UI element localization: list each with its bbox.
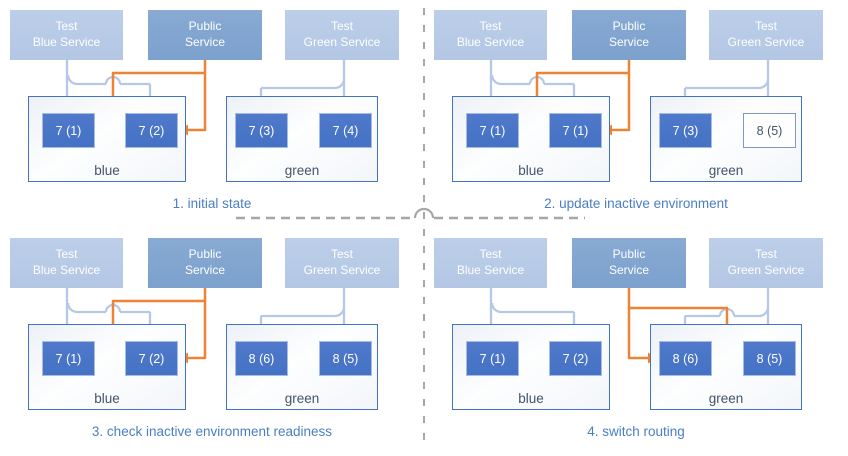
service-label-line: Service [608,35,649,49]
service-box-test-blue: Test Blue Service [10,10,123,60]
service-box-test-green: Test Green Service [709,10,823,60]
pod-label: 7 (3) [672,123,699,138]
pod-label: 8 (5) [756,351,783,366]
service-box-public: Public Service [572,10,686,60]
environment-label: blue [94,391,120,406]
service-label-line: Test [479,19,502,34]
service-label-line: Test [55,19,78,34]
service-label-line: Test [330,247,353,262]
pod-label: 8 (5) [756,123,783,138]
pod-label: 7 (1) [479,123,506,138]
environment-box-blue: 7 (1) 7 (2) blue [452,324,610,410]
service-box-test-blue: Test Blue Service [10,238,123,288]
pod: 7 (2) [125,113,178,148]
pod-label: 7 (1) [479,351,506,366]
environment-label: green [284,163,320,178]
pod-label: 8 (6) [672,351,699,366]
service-box-test-green: Test Green Service [285,10,399,60]
pod-label: 8 (6) [248,351,275,366]
environment-label: green [284,391,320,406]
test-blue-service-arrows [489,288,576,333]
pod: 8 (5) [319,341,372,376]
service-label-line: Test [55,247,78,262]
environment-label: blue [518,163,544,178]
service-label-line: Blue Service [456,263,525,277]
service-label-line: Test [754,247,777,262]
panel-3: Test Blue Service Public Service Test Gr… [0,228,424,456]
service-box-test-green: Test Green Service [709,238,823,288]
pod-label: 7 (2) [138,351,165,366]
service-label-line: Service [184,35,225,49]
environment-label: blue [518,391,544,406]
service-box-public: Public Service [148,10,262,60]
service-box-test-blue: Test Blue Service [434,10,547,60]
service-label-line: Public [188,19,222,34]
environment-box-blue: 7 (1) 7 (2) blue [28,96,186,182]
pod: 7 (3) [235,113,288,148]
service-label-line: Green Service [727,263,805,277]
pod: 7 (1) [466,113,519,148]
pod-label: 7 (1) [55,123,82,138]
pod: 7 (3) [659,113,712,148]
pod: 7 (1) [466,341,519,376]
environment-label: green [708,391,744,406]
pod-label: 7 (4) [332,123,359,138]
pod: 7 (2) [549,341,602,376]
service-label-line: Test [754,19,777,34]
pod: 8 (5) [743,113,796,148]
step-caption: 1. initial state [172,196,252,211]
service-box-public: Public Service [148,238,262,288]
service-label-line: Blue Service [32,35,101,49]
pod: 7 (1) [42,113,95,148]
pod: 8 (6) [659,341,712,376]
pod-label: 8 (5) [332,351,359,366]
service-label-line: Blue Service [32,263,101,277]
environment-box-green: 8 (6) 8 (5) green [226,324,378,410]
service-label-line: Blue Service [456,35,525,49]
service-label-line: Public [188,247,222,262]
service-label-line: Test [330,19,353,34]
pod-label: 7 (2) [562,351,589,366]
pod-label: 7 (1) [55,351,82,366]
service-box-test-blue: Test Blue Service [434,238,547,288]
service-box-public: Public Service [572,238,686,288]
environment-box-blue: 7 (1) 7 (2) blue [28,324,186,410]
service-label-line: Test [479,247,502,262]
environment-box-green: 8 (6) 8 (5) green [650,324,802,410]
pod: 8 (5) [743,341,796,376]
service-label-line: Service [184,263,225,277]
service-label-line: Service [608,263,649,277]
step-caption: 2. update inactive environment [544,196,728,211]
pod: 7 (1) [42,341,95,376]
pod: 8 (6) [235,341,288,376]
pod-label: 7 (3) [248,123,275,138]
service-box-test-green: Test Green Service [285,238,399,288]
step-caption: 4. switch routing [587,424,685,439]
pod: 7 (4) [319,113,372,148]
divider-hop-arc [413,207,435,219]
environment-label: green [708,163,744,178]
step-caption: 3. check inactive environment readiness [91,424,333,439]
environment-box-blue: 7 (1) 7 (1) blue [452,96,610,182]
panel-2: Test Blue Service Public Service Test Gr… [424,0,848,228]
panel-1: Test Blue Service Public Service Test Gr… [0,0,424,228]
service-label-line: Green Service [727,35,805,49]
service-label-line: Green Service [303,35,381,49]
pod: 7 (1) [549,113,602,148]
service-label-line: Public [612,19,646,34]
environment-box-green: 7 (3) 8 (5) green [650,96,802,182]
pod-label: 7 (1) [562,123,589,138]
environment-box-green: 7 (3) 7 (4) green [226,96,378,182]
service-label-line: Public [612,247,646,262]
panel-4: Test Blue Service Public Service Test Gr… [424,228,848,456]
pod-label: 7 (2) [138,123,165,138]
service-label-line: Green Service [303,263,381,277]
pod: 7 (2) [125,341,178,376]
environment-label: blue [94,163,120,178]
